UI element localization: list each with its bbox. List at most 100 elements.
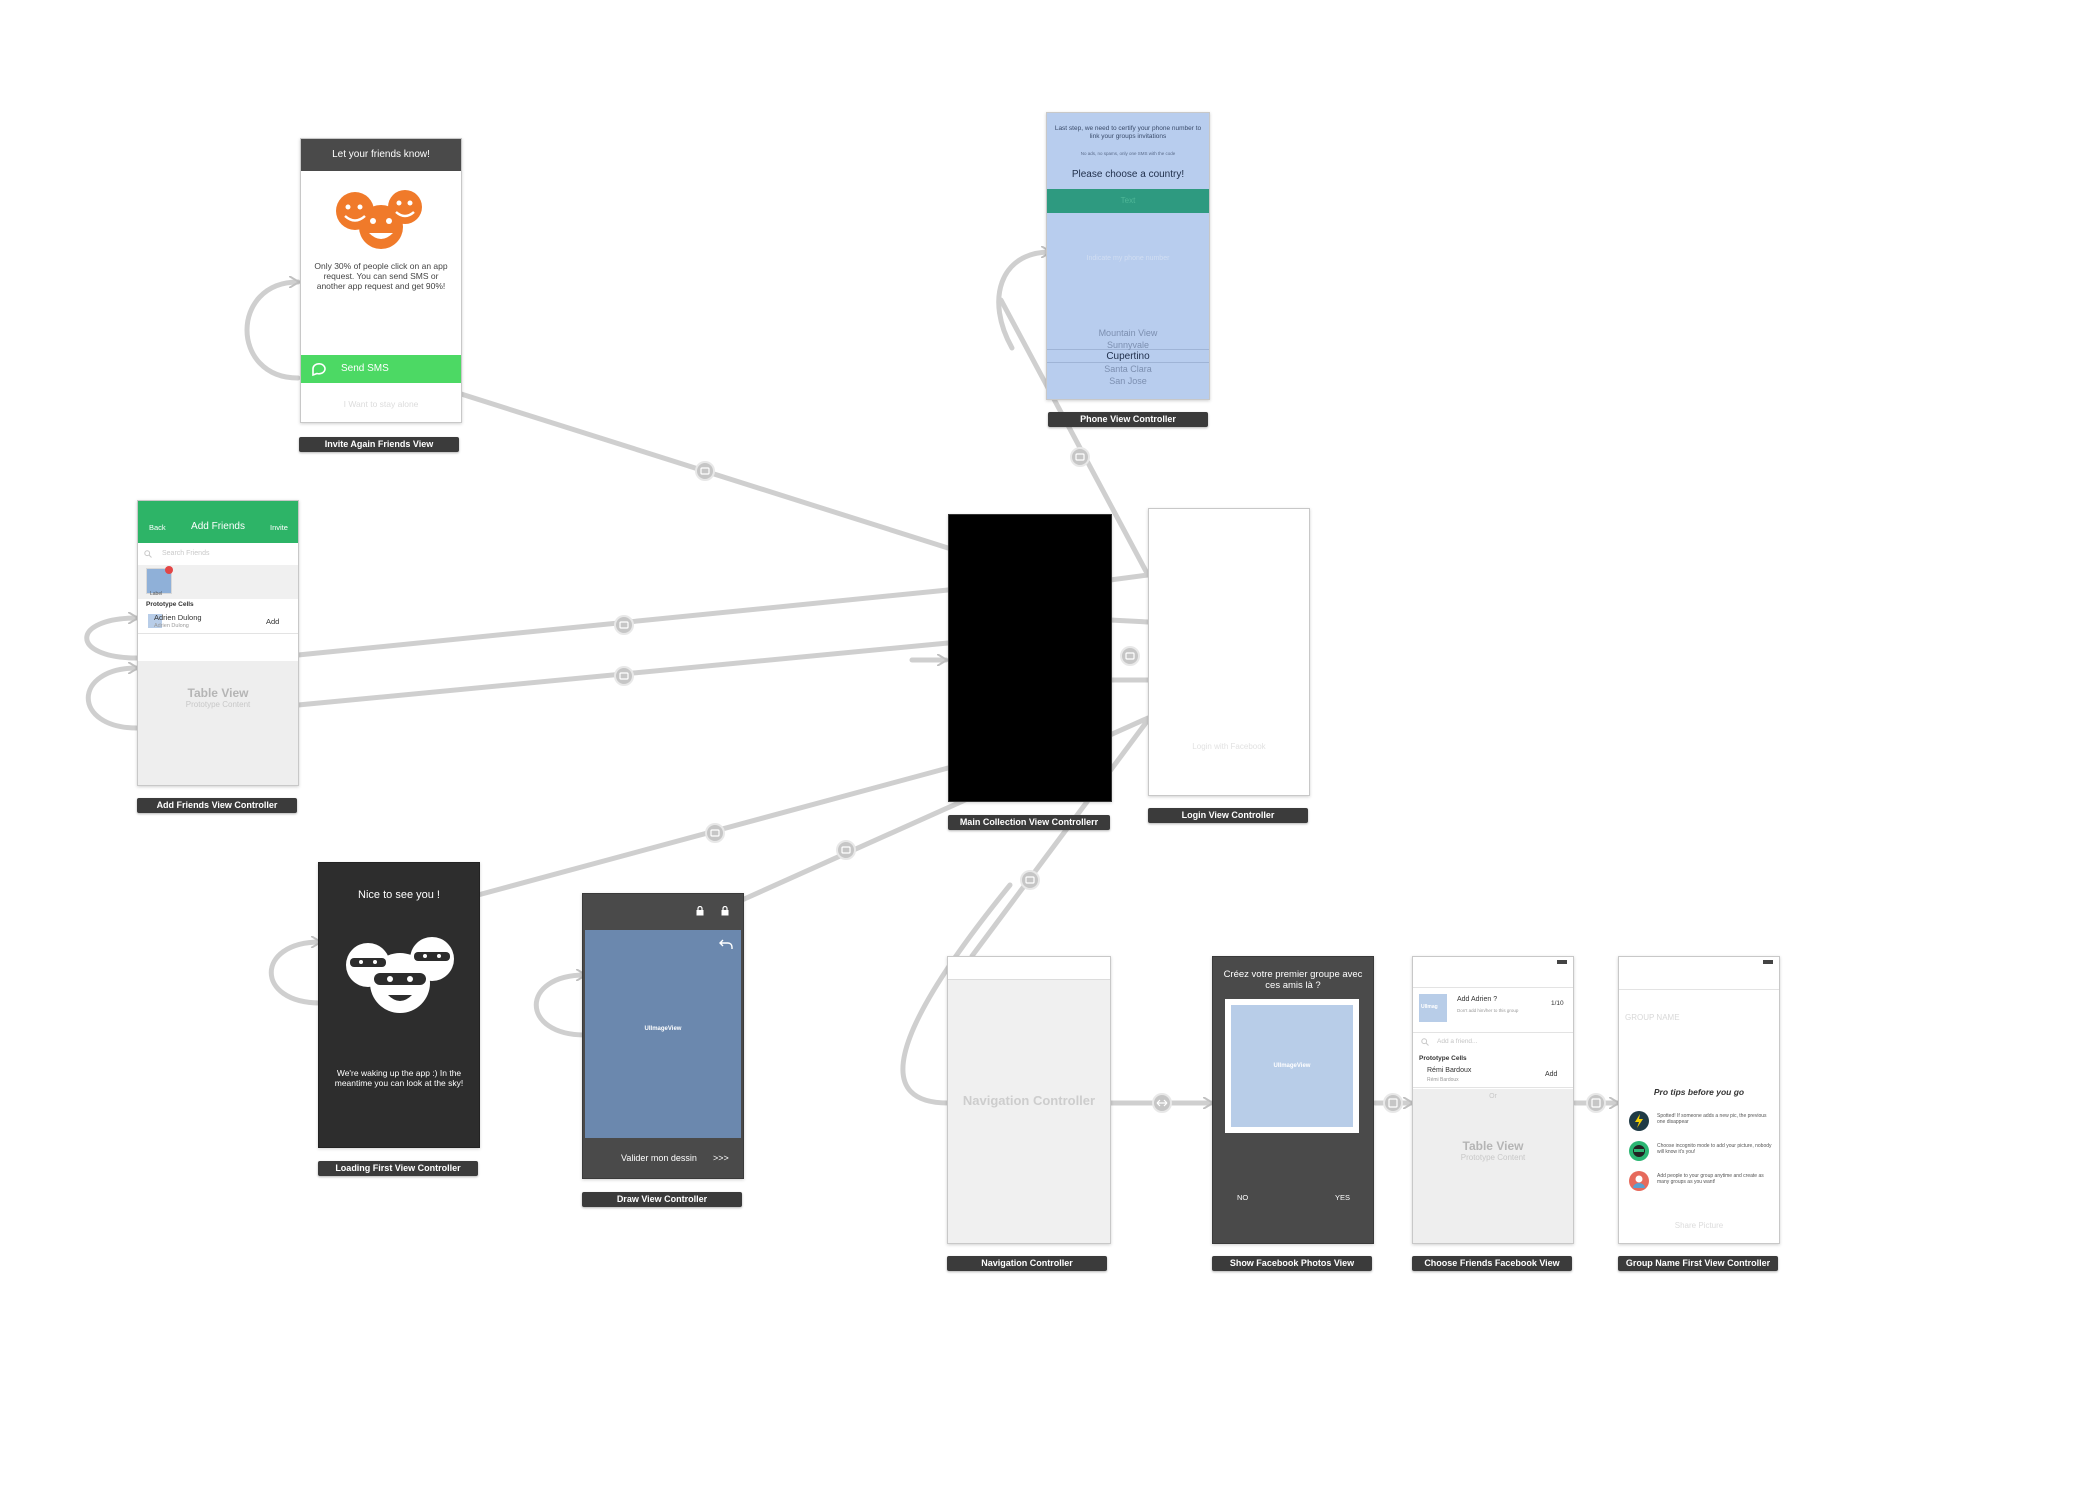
loading-title: Nice to see you ! (358, 889, 440, 901)
segue-badge (705, 823, 725, 843)
prototype-cells-header: Prototype Cells (146, 601, 194, 608)
scene-label-choose-friends[interactable]: Choose Friends Facebook View (1412, 1256, 1572, 1271)
picker-row[interactable]: Santa Clara (1104, 364, 1152, 374)
segue-addfriends-loop-1 (84, 618, 137, 661)
scene-loading[interactable]: Nice to see you ! We're waking up the ap… (318, 862, 480, 1148)
search-icon (1421, 1038, 1429, 1046)
login-facebook-button[interactable]: Login with Facebook (1192, 742, 1266, 751)
friend-counter: 1/10 (1551, 1000, 1564, 1007)
segue-badge (836, 840, 856, 860)
segue-invite-loop (244, 282, 298, 381)
draw-image-view[interactable]: UIImageView (585, 930, 741, 1138)
back-button[interactable]: Back (149, 523, 166, 532)
photo-image-label: UIImageView (1273, 1063, 1311, 1069)
scene-label-phone[interactable]: Phone View Controller (1048, 412, 1208, 427)
country-picker[interactable]: Mountain View Sunnyvale Cupertino Santa … (1047, 327, 1209, 391)
picker-row-selected[interactable]: Cupertino (1106, 351, 1150, 362)
stay-alone-link[interactable]: I Want to stay alone (343, 399, 419, 409)
battery-icon (1763, 960, 1773, 964)
share-picture-button[interactable]: Share Picture (1674, 1221, 1724, 1230)
scene-label-login[interactable]: Login View Controller (1148, 808, 1308, 823)
phone-intro-text: Last step, we need to certify your phone… (1054, 125, 1202, 140)
navigation-controller-title: Navigation Controller (962, 1093, 1096, 1108)
friend-cell-sub: Adrien Dulong (154, 623, 189, 629)
photos-title: Créez votre premier groupe avec ces amis… (1223, 969, 1363, 991)
choose-country-text: Please choose a country! (1071, 169, 1185, 180)
segue-main-login-1 (1107, 572, 1151, 583)
lock-icon[interactable] (696, 906, 704, 916)
person-icon (1629, 1171, 1649, 1191)
choose-section-header: Prototype Cells (1419, 1055, 1467, 1062)
yes-button[interactable]: YES (1335, 1193, 1351, 1202)
thumb-label: Label (150, 591, 163, 597)
scene-label-loading[interactable]: Loading First View Controller (318, 1161, 478, 1176)
scene-invite-again-friends[interactable]: Let your friends know! Only 30% of peopl… (300, 138, 462, 423)
remove-badge-icon[interactable] (165, 566, 173, 574)
picker-row[interactable]: Sunnyvale (1106, 340, 1150, 350)
segue-phone-login (998, 297, 1151, 578)
scene-label-draw[interactable]: Draw View Controller (582, 1192, 742, 1207)
scene-label-invite[interactable]: Invite Again Friends View (299, 437, 459, 452)
scene-login[interactable]: Login with Facebook (1148, 508, 1310, 796)
friend-photo: UIImag (1419, 994, 1447, 1022)
group-name-input[interactable]: GROUP NAME (1625, 1013, 1680, 1022)
undo-icon[interactable] (719, 938, 733, 950)
friend-cell-add-button[interactable]: Add (266, 617, 280, 626)
invite-button[interactable]: Invite (270, 523, 288, 532)
battery-icon (1557, 960, 1567, 964)
segue-loading-loop (268, 942, 320, 1006)
choose-friend-cell[interactable]: Rémi Bardoux Rémi Bardoux Add (1413, 1065, 1573, 1088)
send-sms-button[interactable]: Send SMS (301, 355, 461, 383)
friends-search-bar[interactable]: Search Friends (138, 543, 298, 565)
lock-icon[interactable] (721, 906, 729, 916)
scene-label-navigation[interactable]: Navigation Controller (947, 1256, 1107, 1271)
group-header-line (1619, 989, 1779, 990)
phone-number-input[interactable]: Indicate my phone number (1086, 255, 1170, 262)
scene-draw[interactable]: UIImageView Valider mon dessin >>> (582, 893, 744, 1179)
friend-cell[interactable]: Adrien Dulong Adrien Dulong Add (138, 611, 298, 634)
draw-image-label: UIImageView (644, 1026, 682, 1032)
tip-item: Spotted! If someone adds a new pic, the … (1629, 1111, 1775, 1137)
validate-drawing-button[interactable]: Valider mon dessin >>> (583, 1140, 743, 1176)
scene-label-add-friends[interactable]: Add Friends View Controller (137, 798, 297, 813)
validate-label: Valider mon dessin (621, 1153, 697, 1163)
scene-label-main[interactable]: Main Collection View Controllerr (948, 815, 1110, 830)
scene-navigation[interactable]: Navigation Controller (947, 956, 1111, 1244)
scene-label-facebook-photos[interactable]: Show Facebook Photos View (1212, 1256, 1372, 1271)
friend-thumbnail[interactable] (146, 566, 173, 594)
text-button[interactable]: Text (1047, 189, 1209, 213)
choose-cell-add-button[interactable]: Add (1545, 1071, 1558, 1078)
scene-add-friends[interactable]: Back Add Friends Invite Search Friends L… (137, 500, 299, 786)
scene-phone[interactable]: Last step, we need to certify your phone… (1046, 112, 1210, 400)
segue-badge (1152, 1093, 1172, 1113)
phone-fine-print: No ads, no spams, only one SMS with the … (1080, 151, 1176, 156)
tip-text: Spotted! If someone adds a new pic, the … (1657, 1113, 1767, 1125)
choose-cell-name: Rémi Bardoux (1427, 1067, 1472, 1074)
segue-draw-loop (533, 975, 585, 1038)
scene-main-collection[interactable] (948, 514, 1112, 802)
no-button[interactable]: NO (1237, 1193, 1249, 1202)
scene-choose-friends[interactable]: UIImag Add Adrien ? Don't add him/her to… (1412, 956, 1574, 1244)
tip-item: Add people to your group anytime and cre… (1629, 1171, 1775, 1197)
photo-image-view[interactable]: UIImageView (1231, 1005, 1353, 1127)
tip-text: Add people to your group anytime and cre… (1657, 1173, 1764, 1185)
segue-badge (1070, 447, 1090, 467)
picker-row[interactable]: San Jose (1109, 376, 1147, 386)
status-bar (1413, 957, 1573, 967)
friend-photo-label: UIImag (1421, 1004, 1438, 1010)
scene-label-group-name[interactable]: Group Name First View Controller (1618, 1256, 1778, 1271)
picker-row[interactable]: Mountain View (1098, 328, 1158, 338)
scene-group-name[interactable]: GROUP NAME Pro tips before you go Spotte… (1618, 956, 1780, 1244)
photo-frame: UIImageView (1225, 999, 1359, 1133)
add-friend-search[interactable]: Add a friend... (1413, 1031, 1573, 1053)
search-friends-placeholder: Search Friends (162, 550, 210, 557)
tip-text: Choose incognito mode to add your pictur… (1657, 1143, 1772, 1155)
lightning-icon (1629, 1111, 1649, 1131)
segue-badge (614, 615, 634, 635)
scene-facebook-photos[interactable]: Créez votre premier groupe avec ces amis… (1212, 956, 1374, 1244)
segue-nav-main (969, 717, 1151, 959)
selected-friends-strip: Label (138, 565, 298, 599)
